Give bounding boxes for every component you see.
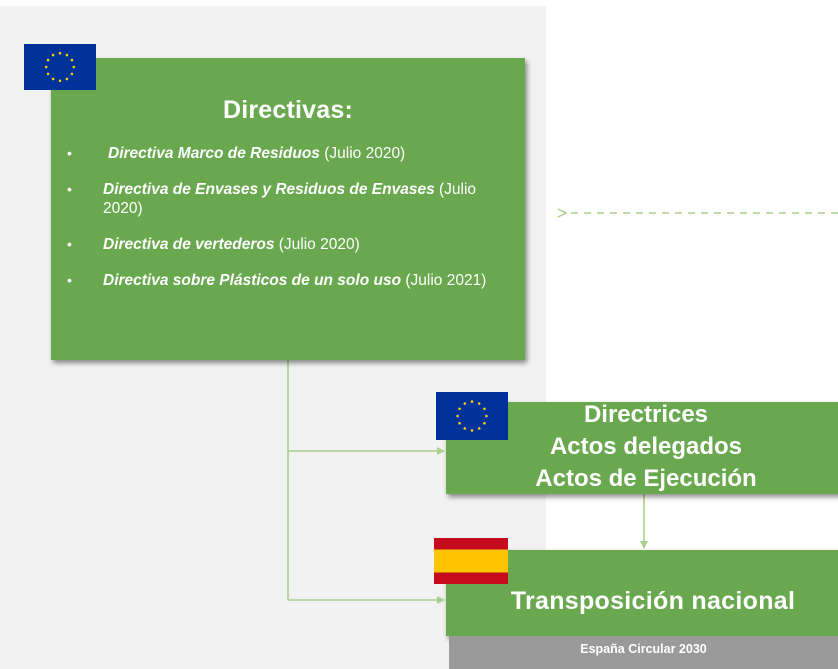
- eu-star: [58, 51, 62, 55]
- bullet: •: [67, 236, 72, 252]
- directiva-date: (Julio 2021): [405, 272, 487, 289]
- bullet: •: [67, 272, 72, 288]
- actos-ejecucion-line: Actos de Ejecución: [535, 465, 757, 492]
- eu-star: [485, 414, 488, 418]
- eu-flag-icon: [24, 44, 96, 90]
- directiva-item: • Directiva sobre Plásticos de un solo u…: [51, 271, 525, 290]
- directrices-box: Directrices Actos delegados Actos de Eje…: [446, 399, 838, 495]
- directiva-date: (Julio 2020): [278, 236, 360, 253]
- eu-star: [477, 427, 481, 430]
- eu-star: [70, 58, 74, 62]
- eu-star: [463, 402, 467, 405]
- directiva-date: (Julio 2020): [324, 145, 406, 162]
- eu-star: [72, 65, 76, 69]
- directrices-text: Directrices Actos delegados Actos de Eje…: [446, 399, 838, 495]
- eu-star: [470, 429, 474, 432]
- bullet: •: [67, 145, 72, 161]
- directiva-item: • Directiva de vertederos (Julio 2020): [51, 235, 525, 254]
- eu-star: [458, 407, 461, 411]
- eu-star: [65, 53, 69, 57]
- spain-flag-icon: [434, 538, 508, 584]
- actos-delegados-line: Actos delegados: [549, 433, 743, 460]
- eu-star: [470, 400, 474, 403]
- transposicion-box: Transposición nacional: [446, 550, 838, 636]
- eu-flag-icon: [436, 392, 508, 440]
- eu-star: [463, 427, 467, 430]
- eu-stars: [44, 51, 76, 83]
- directrices-line: Directrices: [583, 401, 709, 428]
- transposicion-title: Transposición nacional: [510, 587, 796, 615]
- eu-star: [51, 53, 55, 57]
- eu-star: [65, 77, 69, 81]
- directiva-item: • Directiva Marco de Residuos (Julio 202…: [51, 144, 525, 163]
- eu-star: [46, 72, 50, 76]
- directivas-title: Directivas:: [222, 96, 354, 124]
- directiva-name: Directiva de vertederos: [103, 236, 275, 253]
- eu-star: [456, 414, 459, 418]
- eu-star: [70, 72, 74, 76]
- directiva-date: (Julio 2020): [103, 181, 477, 217]
- directiva-item: • Directiva de Envases y Residuos de Env…: [51, 180, 525, 218]
- directiva-name: Directiva de Envases y Residuos de Envas…: [103, 181, 435, 198]
- eu-star: [483, 421, 486, 425]
- eu-star: [477, 402, 481, 405]
- directivas-list: • Directiva Marco de Residuos (Julio 202…: [51, 144, 525, 290]
- directiva-name: Directiva Marco de Residuos: [108, 145, 320, 162]
- eu-star: [44, 65, 48, 69]
- eu-star: [58, 79, 62, 83]
- directivas-box: Directivas: • Directiva Marco de Residuo…: [51, 58, 525, 360]
- eu-star: [46, 58, 50, 62]
- directiva-name: Directiva sobre Plásticos de un solo uso: [103, 272, 402, 289]
- eu-star: [483, 407, 486, 411]
- espana-circular-bar: España Circular 2030: [449, 636, 838, 669]
- eu-star: [51, 77, 55, 81]
- bullet: •: [67, 181, 72, 197]
- eu-star: [458, 421, 461, 425]
- eu-stars: [456, 400, 488, 432]
